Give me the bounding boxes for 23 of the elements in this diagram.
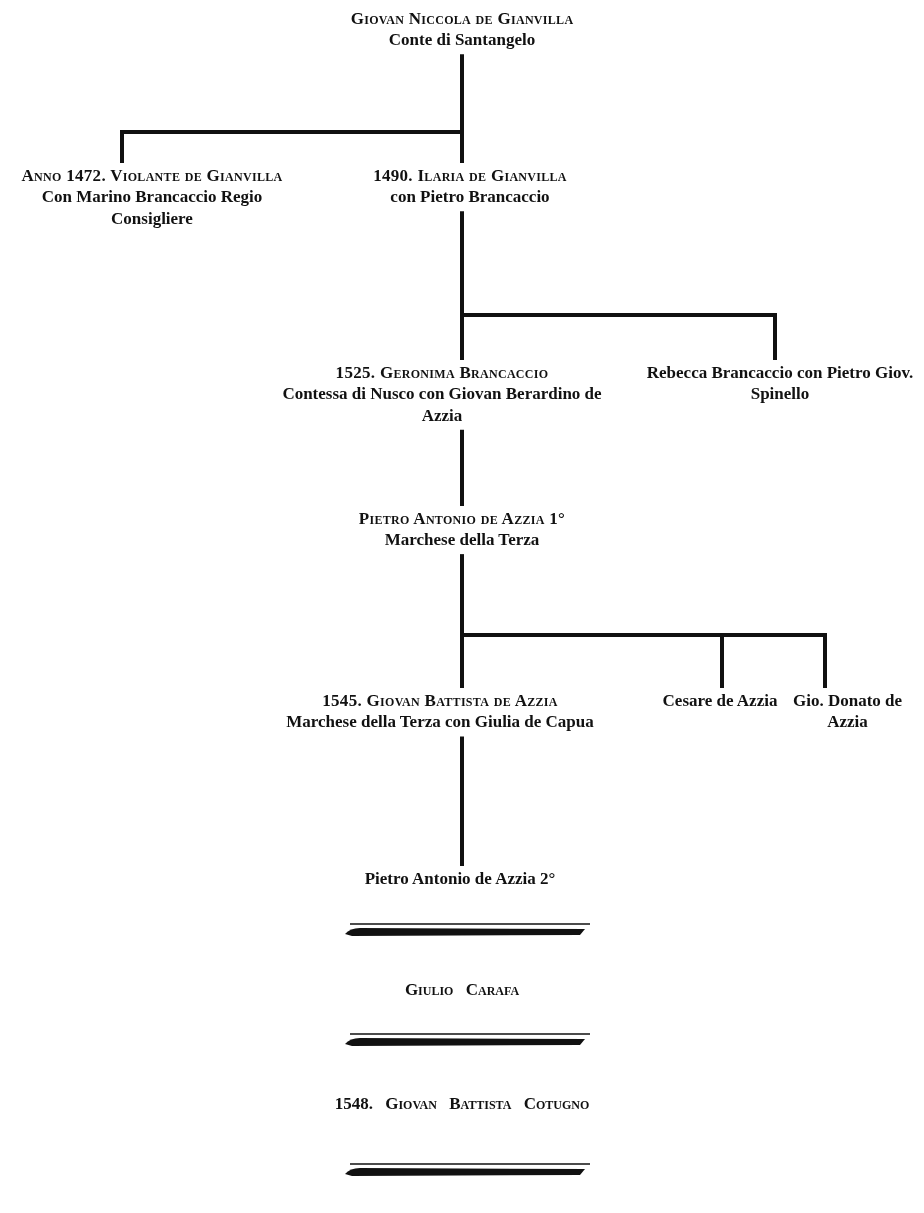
connector-line — [460, 54, 464, 163]
name-heading: Giovan Niccola de Gianvilla — [349, 8, 575, 30]
name-heading: 1525. Geronima Brancaccio — [334, 362, 550, 384]
entry-text: Rebecca Brancaccio con Pietro Giov. Spinello — [645, 362, 915, 405]
entry-text: Contessa di Nusco con Giovan Berardino de Azzia — [281, 383, 603, 426]
name-text: 1548. Giovan Battista Cotugno — [334, 1094, 590, 1113]
entry-text: Marchese della Terza — [383, 529, 541, 551]
connector-line — [460, 211, 777, 360]
name-heading: 1490. Ilaria de Gianvilla — [372, 165, 568, 187]
entry-text: con Pietro Brancaccio — [389, 186, 551, 208]
connector-line — [460, 736, 464, 866]
name-heading: Pietro Antonio de Azzia 1° — [357, 508, 567, 530]
name-text: Giulio Carafa — [404, 980, 520, 999]
entry-text: Cesare de Azzia — [661, 690, 779, 712]
connector-line — [460, 429, 464, 506]
name-heading: 1545. Giovan Battista de Azzia — [321, 690, 559, 712]
name-heading: Anno 1472. Violante de Gianvilla — [20, 165, 284, 187]
entry-text: Gio. Donato de Azzia — [791, 690, 904, 733]
connector-line — [460, 554, 827, 688]
entry-text: Marchese della Terza con Giulia de Capua — [285, 711, 595, 733]
entry-text: Pietro Antonio de Azzia 2° — [363, 868, 557, 890]
entry-text: Con Marino Brancaccio Regio Consigliere — [40, 186, 264, 229]
entry-text: Conte di Santangelo — [387, 29, 537, 51]
